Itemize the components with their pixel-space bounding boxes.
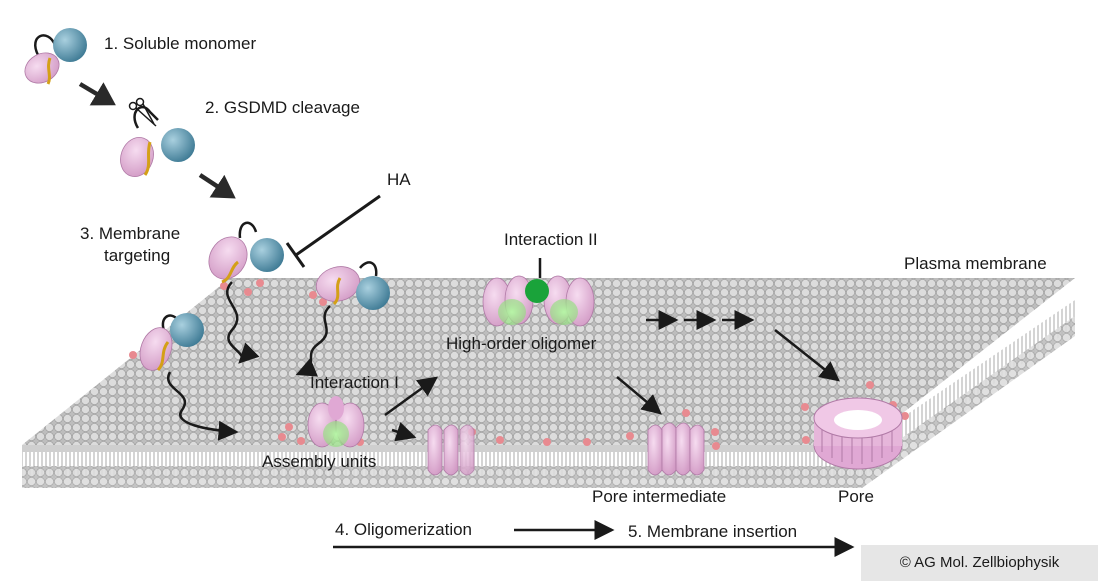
pore-intermediate-label: Pore intermediate: [592, 487, 727, 506]
step-2-label: 2. GSDMD cleavage: [205, 98, 360, 117]
step-1-label: 1. Soluble monomer: [104, 34, 257, 53]
interaction-ii-label: Interaction II: [504, 230, 598, 249]
timeline-arrows: [333, 520, 855, 557]
assembly-units-label: Assembly units: [262, 452, 377, 471]
scissors-icon: [128, 97, 157, 127]
pore: [813, 397, 903, 470]
ha-inhibitor: [285, 194, 381, 268]
inserted-dimer: [427, 424, 475, 476]
step-arrows: [78, 82, 236, 199]
step-5-label: 5. Membrane insertion: [628, 522, 798, 541]
process-arrows: [384, 258, 840, 442]
interaction-i-label: Interaction I: [310, 373, 399, 392]
step-3-label-line1: 3. Membrane: [80, 224, 181, 243]
soluble-monomer: [24, 28, 87, 85]
ha-label: HA: [387, 170, 411, 189]
targeting-protein-a: [208, 221, 284, 284]
targeting-protein-b: [315, 261, 390, 310]
pore-label: Pore: [838, 487, 874, 506]
cleaved-gsdmd: [120, 97, 195, 177]
plasma-membrane-label: Plasma membrane: [904, 254, 1047, 273]
high-order-oligomer-label: High-order oligomer: [446, 334, 597, 353]
pore-intermediate: [647, 422, 705, 476]
assembly-unit: [307, 396, 365, 448]
targeting-protein-c: [139, 313, 204, 372]
step-4-label: 4. Oligomerization: [335, 520, 473, 539]
targeting-paths: [166, 281, 331, 441]
copyright-notice: © AG Mol. Zellbiophysik: [861, 545, 1098, 581]
step-3-label-line2: targeting: [104, 246, 171, 265]
high-order-oligomer: [482, 275, 595, 327]
